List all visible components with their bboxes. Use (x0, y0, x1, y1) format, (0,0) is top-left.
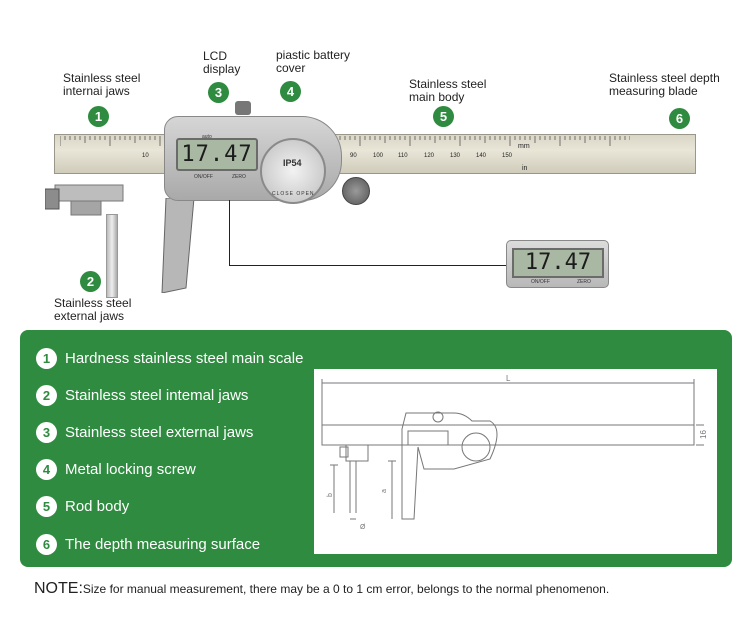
scale-number-140: 140 (476, 153, 487, 159)
feature-text: Stainless steel external jaws (65, 423, 254, 441)
feature-item-1: 1 Hardness stainless steel main scale (36, 347, 303, 369)
caliper-main-bar (54, 134, 696, 174)
footnote: NOTE:Size for manual measurement, there … (34, 580, 609, 598)
callout-number-5: 5 (433, 106, 454, 127)
feature-item-6: 6 The depth measuring surface (36, 533, 260, 555)
battery-close-open-label: CLOSE OPEN (272, 191, 315, 197)
callout-label-depth-blade: Stainless steel depth measuring blade (609, 71, 720, 98)
lcd-top-label: auto (202, 134, 212, 140)
feature-text: Rod body (65, 497, 130, 515)
feature-number: 3 (36, 421, 57, 443)
scale-number-90: 90 (350, 153, 357, 159)
callout-number-6: 6 (669, 108, 690, 129)
scale-number-130: 130 (450, 153, 461, 159)
feature-number: 4 (36, 458, 57, 480)
note-text: Size for manual measurement, there may b… (82, 582, 610, 596)
dim-b-label: b (327, 493, 334, 497)
scale-number-100: 100 (373, 153, 384, 159)
feature-number: 5 (36, 495, 57, 517)
feature-item-5: 5 Rod body (36, 495, 129, 517)
dim-a-label: a (381, 489, 388, 493)
dim-16-label: 16 (699, 430, 708, 439)
callout-label-internal-jaws: Stainless steel internai jaws (63, 71, 141, 98)
technical-drawing-svg: L 16 a b Ø (321, 374, 708, 531)
unit-in-label: in (522, 165, 528, 172)
scale-number-10: 10 (142, 153, 149, 159)
scale-number-120: 120 (424, 153, 435, 159)
callout-label-main-body: Stainless steel main body (409, 77, 487, 104)
zero-button-label[interactable]: ZERO (232, 174, 246, 180)
battery-cover[interactable] (260, 138, 326, 204)
callout-label-battery-cover: piastic battery cover (276, 48, 351, 75)
zoom-onoff-label: ON/OFF (531, 279, 550, 285)
feature-number: 1 (36, 347, 57, 369)
callout-number-3: 3 (208, 82, 229, 103)
callout-number-1: 1 (88, 106, 109, 127)
feature-text: The depth measuring surface (65, 535, 261, 553)
scale-number-110: 110 (398, 153, 408, 159)
feature-text: Metal locking screw (65, 460, 196, 478)
zoom-pointer-horizontal (229, 265, 507, 266)
dim-phi-label: Ø (360, 524, 366, 531)
feature-item-3: 3 Stainless steel external jaws (36, 421, 253, 443)
callout-number-4: 4 (280, 81, 301, 102)
feature-text: Hardness stainless steel main scale (65, 349, 304, 367)
external-jaw-clamp (45, 184, 124, 216)
feature-number: 2 (36, 384, 57, 406)
internal-jaw-blade (161, 198, 195, 293)
feature-text: Stainless steel intemal jaws (65, 386, 249, 404)
zoom-pointer-vertical (229, 200, 230, 265)
unit-mm-label: mm (518, 143, 530, 150)
callout-number-2: 2 (80, 271, 101, 292)
feature-number: 6 (36, 533, 57, 555)
thumb-roller-knob[interactable] (342, 177, 370, 205)
battery-cover-label: IP54 (283, 158, 302, 168)
locking-screw[interactable] (235, 101, 251, 115)
callout-label-external-jaws: Stainless steel external jaws (54, 296, 132, 323)
zoom-zero-label: ZERO (577, 279, 591, 285)
feature-item-2: 2 Stainless steel intemal jaws (36, 384, 248, 406)
scale-number-150: 150 (502, 153, 513, 159)
onoff-button-label[interactable]: ON/OFF (194, 174, 213, 180)
technical-drawing: L 16 a b Ø (314, 369, 717, 554)
callout-label-lcd-display: LCD display (203, 49, 241, 76)
dim-L-label: L (506, 374, 511, 383)
lcd-display: 17.47 (176, 138, 258, 171)
lcd-zoom-display: 17.47 (512, 248, 604, 278)
note-label: NOTE: (34, 580, 83, 597)
feature-item-4: 4 Metal locking screw (36, 458, 196, 480)
external-jaw-rod (106, 214, 118, 298)
